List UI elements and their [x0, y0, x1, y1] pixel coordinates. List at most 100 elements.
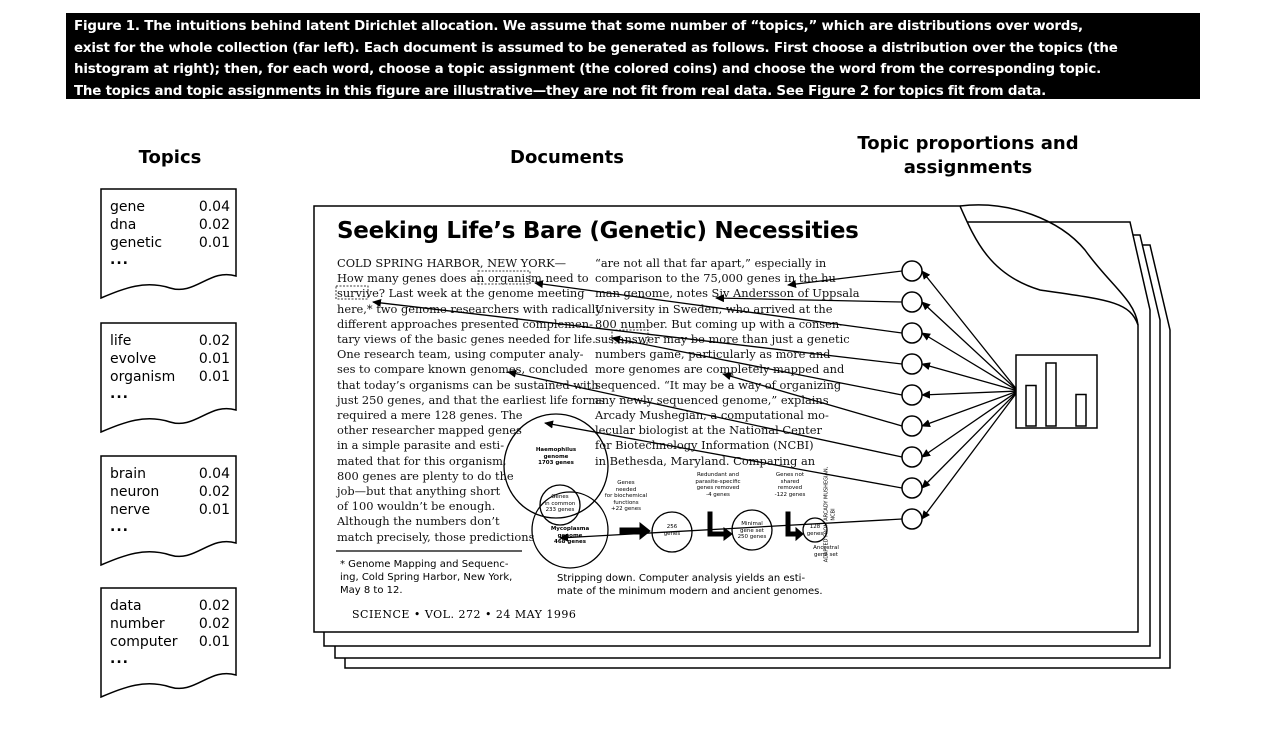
- article-headline: Seeking Life’s Bare (Genetic) Necessitie…: [337, 218, 859, 244]
- topic-probability: 0.04: [198, 466, 230, 482]
- coin-to-word-arrow: [372, 298, 903, 365]
- figure-label-line: in common: [544, 500, 576, 507]
- topic-probability: 0.02: [198, 598, 230, 614]
- figure-label-line: Ancestral: [813, 545, 839, 551]
- histogram-to-coin-arrow: [921, 362, 1019, 392]
- article-line: lecular biologist at the National Center: [595, 423, 822, 438]
- figure-label-line: +22 genes: [611, 506, 641, 512]
- figure-label-line: functions: [613, 499, 639, 506]
- article-line: 800 genes are plenty to do the: [337, 468, 514, 483]
- coin-to-word-arrow: [722, 372, 903, 427]
- article-footer: SCIENCE • VOL. 272 • 24 MAY 1996: [352, 608, 577, 621]
- figure-label-line: genes: [663, 530, 681, 537]
- article-line: other researcher mapped genes: [337, 423, 522, 438]
- topic-probability: 0.01: [198, 634, 230, 650]
- figure-label-line: genome: [557, 532, 583, 539]
- topic-assignment-coin: [901, 446, 923, 468]
- topic-word: data: [110, 598, 142, 614]
- article-footnote: * Genome Mapping and Sequenc-ing, Cold S…: [340, 558, 512, 597]
- article-line: that today’s organisms can be sustained …: [337, 377, 599, 392]
- page-curl: [959, 204, 1139, 326]
- figure-label-line: 468 genes: [554, 539, 586, 545]
- article-line: How many genes does an organism need to: [337, 271, 589, 286]
- article-line: in Bethesda, Maryland. Comparing an: [595, 453, 816, 468]
- article-line: required a mere 128 genes. The: [337, 408, 523, 423]
- topic-assignment-coin: [901, 415, 923, 437]
- topic-card-outline: [100, 587, 237, 699]
- topic-probability: 0.01: [198, 502, 230, 518]
- footnote-line: * Genome Mapping and Sequenc-: [340, 559, 509, 570]
- figure-caption-line: mate of the minimum modern and ancient g…: [557, 586, 823, 597]
- caption-line: The topics and topic assignments in this…: [74, 83, 1046, 99]
- topic-card-outline: [100, 455, 237, 567]
- figure-label-line: -122 genes: [774, 491, 806, 498]
- article-line: sequenced. “It may be a way of organizin…: [595, 377, 842, 392]
- figure-label-line: genes removed: [696, 485, 740, 491]
- topic-probability: 0.04: [198, 199, 230, 215]
- article-line: mated that for this organism,: [337, 453, 507, 468]
- topic-word: genetic: [110, 235, 163, 251]
- article-figure-caption: Stripping down. Computer analysis yields…: [557, 572, 823, 598]
- article-line: Arcady Mushegian, a computational mo-: [595, 408, 829, 423]
- topic-word-row: data 0.02: [110, 597, 230, 615]
- topic-probability: 0.01: [198, 351, 230, 367]
- article-line: job—but that anything short: [337, 484, 501, 499]
- topic-probability: 0.01: [198, 369, 230, 385]
- figure-label-line: Mycoplasma: [550, 526, 590, 532]
- coin-to-word-arrow: [715, 294, 903, 303]
- genes-in-common-circle: [539, 484, 581, 526]
- proportions-header-line2: assignments: [903, 157, 1033, 178]
- topic-more-ellipsis: ...: [110, 519, 129, 535]
- caption-line: Figure 1. The intuitions behind latent D…: [74, 19, 1083, 34]
- figure-label-line: parasite-specific: [695, 478, 741, 485]
- topic-word: number: [110, 616, 165, 632]
- article-line: University in Sweden, who arrived at the: [595, 301, 833, 316]
- figure-label-line: -4 genes: [706, 491, 730, 498]
- histogram-to-coin-arrow: [921, 390, 1019, 399]
- article-line: numbers game, particularly as more and: [595, 347, 831, 362]
- article-line: One research team, using computer analy-: [337, 347, 584, 362]
- figure-caption-line: Stripping down. Computer analysis yields…: [557, 573, 806, 584]
- figure-label-line: removed: [777, 485, 803, 491]
- minimal-gene-set-circle: [731, 509, 773, 551]
- topic-word: computer: [110, 634, 178, 650]
- figure-label-line: Haemophilus: [535, 447, 577, 453]
- topic-card-outline: [100, 188, 237, 300]
- histogram-to-coin-arrow: [921, 390, 1019, 458]
- article-line: tary views of the basic genes needed for…: [337, 332, 596, 347]
- figure-label-line: 256: [666, 524, 678, 530]
- figure-label-line: 1703 genes: [538, 460, 574, 466]
- article-line: ses to compare known genomes, concluded: [337, 362, 588, 377]
- caption-line: histogram at right); then, for each word…: [74, 62, 1101, 77]
- coin-to-word-arrow: [534, 280, 903, 334]
- figure-label-line: for biochemical: [604, 493, 648, 499]
- topic-word: gene: [110, 199, 145, 215]
- article-right-column: “are not all that far apart,” especially…: [595, 256, 860, 469]
- article-line: in a simple parasite and esti-: [337, 438, 505, 453]
- article-line: comparison to the 75,000 genes in the hu…: [595, 271, 840, 286]
- figure-label-line: Genes: [551, 494, 569, 500]
- figure-label-line: Redundant and: [696, 472, 740, 478]
- topic-word: brain: [110, 466, 146, 482]
- topic-probability: 0.02: [198, 333, 230, 349]
- article-line: COLD SPRING HARBOR, NEW YORK—: [337, 256, 567, 270]
- topic-assignment-coin: [901, 291, 923, 313]
- footnote-line: May 8 to 12.: [340, 585, 403, 596]
- topic-assignment-coin: [901, 260, 923, 282]
- topic-card-outline: [100, 322, 237, 434]
- haemophilus-genome-circle: [503, 413, 609, 519]
- histogram-to-coin-arrow: [921, 390, 1019, 520]
